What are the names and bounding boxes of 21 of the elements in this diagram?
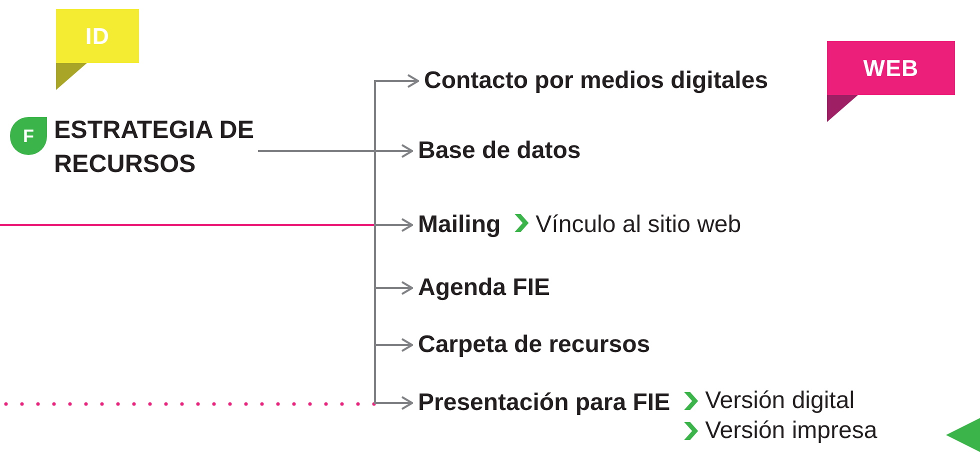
subitem-text: Versión impresa bbox=[705, 416, 878, 446]
connector-line bbox=[0, 224, 375, 226]
chevron-arrow bbox=[684, 392, 698, 410]
arrow bbox=[258, 150, 413, 410]
tag-text: ID bbox=[85, 22, 110, 51]
heading-text: ESTRATEGIA DE RECURSOS bbox=[54, 115, 256, 180]
tag-flag bbox=[56, 9, 139, 90]
chevron-arrow bbox=[684, 422, 698, 440]
item-text: Presentación para FIE bbox=[418, 388, 670, 418]
connector-line bbox=[4, 402, 377, 406]
letter-badge: F bbox=[10, 117, 47, 155]
item-text: Base de datos bbox=[418, 136, 581, 166]
subitem-text: Versión digital bbox=[705, 386, 855, 416]
item-text: Contacto por medios digitales bbox=[424, 66, 768, 96]
tag-flag bbox=[827, 41, 955, 122]
item-text: Carpeta de recursos bbox=[418, 330, 650, 360]
chevron-arrow bbox=[514, 214, 529, 232]
tag-text: WEB bbox=[863, 54, 919, 83]
item-text: Agenda FIE bbox=[418, 273, 550, 303]
item-text: Mailing bbox=[418, 210, 501, 240]
subitem-text: Vínculo al sitio web bbox=[536, 210, 742, 240]
